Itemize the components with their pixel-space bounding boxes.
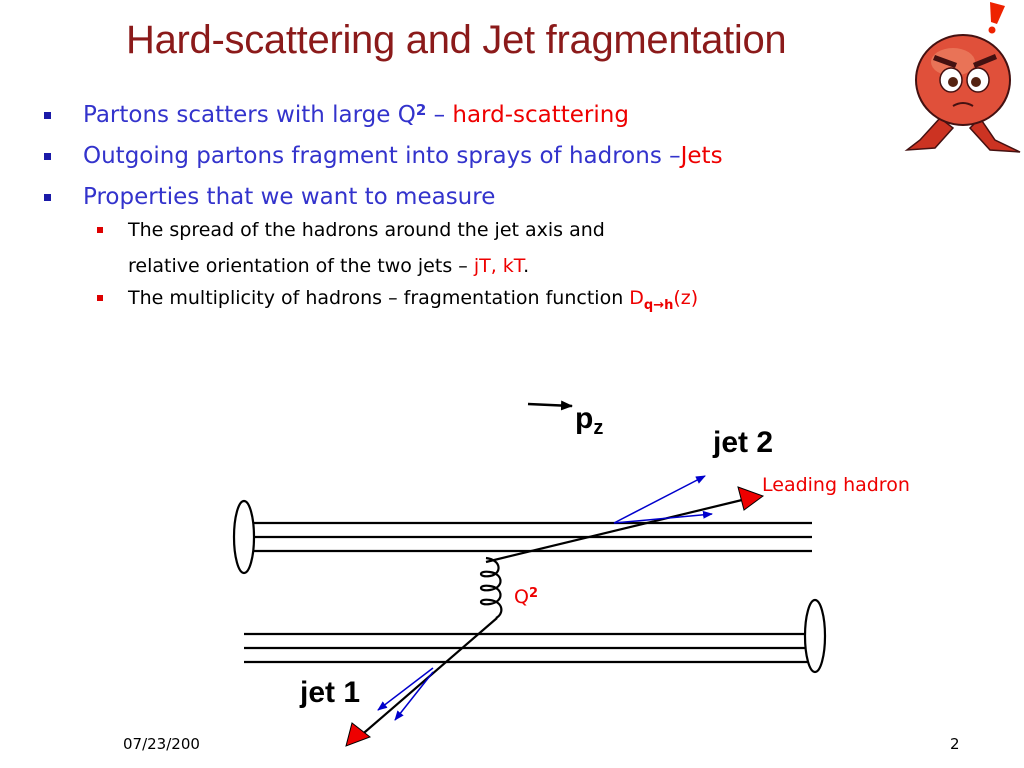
highlight-text: Jets — [680, 143, 723, 169]
hadron-arrow — [394, 671, 434, 721]
bullet-text: Partons scatters with large Q — [83, 102, 416, 128]
lower-beam — [244, 632, 815, 664]
highlight-text: D — [629, 287, 644, 309]
pz-label: pz — [575, 402, 603, 440]
highlight-text: (z) — [673, 287, 699, 309]
parton-jet2-line — [485, 498, 743, 564]
bullet-square-icon — [97, 227, 103, 233]
lower-beam-ellipse — [803, 598, 827, 674]
bullet-square-icon — [44, 112, 51, 119]
upper-beam — [250, 521, 812, 553]
period: . — [523, 255, 530, 277]
page-number: 2 — [950, 735, 960, 753]
bullet-square-icon — [44, 153, 51, 160]
q2-label: Q2 — [514, 586, 538, 608]
upper-beam-ellipse — [232, 499, 256, 575]
bullet-jets: Outgoing partons fragment into sprays of… — [40, 141, 940, 171]
pz-subscript: z — [593, 417, 604, 439]
bullet-square-icon — [97, 295, 103, 301]
leading-hadron-arrowhead — [737, 486, 765, 511]
hadron-arrow — [613, 510, 713, 524]
superscript: 2 — [415, 101, 427, 119]
bullet-hard-scattering: Partons scatters with large Q2 – hard-sc… — [40, 100, 940, 130]
slide-title: Hard-scattering and Jet fragmentation — [126, 18, 787, 62]
pz-text: p — [575, 402, 594, 435]
q2-superscript: 2 — [528, 586, 539, 601]
hadron-arrow — [377, 667, 434, 711]
subbullet-spread: The spread of the hadrons around the jet… — [40, 217, 940, 279]
highlight-text: hard-scattering — [452, 102, 629, 128]
jet1-arrowhead — [345, 722, 372, 747]
subbullet-text: The spread of the hadrons around the jet… — [128, 219, 605, 241]
subbullet-text: The multiplicity of hadrons – fragmentat… — [128, 287, 630, 309]
subbullet-multiplicity: The multiplicity of hadrons – fragmentat… — [40, 285, 940, 313]
subbullet-text: relative orientation of the two jets – — [128, 255, 474, 277]
bullet-text: Properties that we want to measure — [83, 184, 496, 210]
highlight-text: jT, kT — [473, 255, 524, 277]
angry-cartoon-face-icon — [904, 2, 1021, 153]
q2-text: Q — [514, 586, 529, 608]
bullet-text: Outgoing partons fragment into sprays of… — [83, 143, 681, 169]
bullet-properties: Properties that we want to measure — [40, 182, 940, 212]
pz-arrow — [527, 400, 573, 411]
bullet-square-icon — [44, 194, 51, 201]
dash: – — [426, 102, 453, 128]
hadron-arrow — [613, 475, 706, 524]
jet1-label: jet 1 — [300, 676, 361, 709]
footer-date: 07/23/200 — [123, 735, 200, 753]
jet2-label: jet 2 — [713, 426, 774, 459]
subscript: q→h — [643, 298, 674, 313]
gluon-coil — [479, 556, 503, 619]
leading-hadron-label: Leading hadron — [762, 474, 910, 496]
